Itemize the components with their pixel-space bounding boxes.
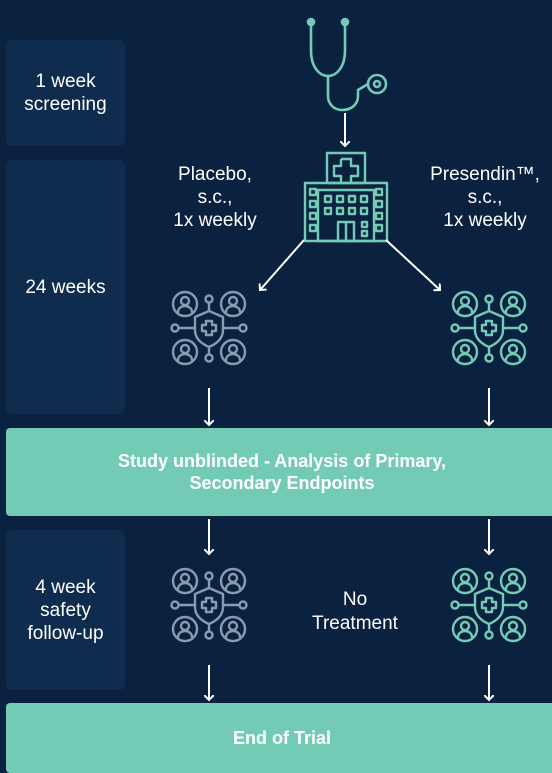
end-of-trial-text: End of Trial [232, 728, 331, 748]
hospital-icon [303, 151, 389, 243]
unblinded-banner-text: Study unblinded - Analysis of Primary, S… [117, 451, 447, 493]
presendin-group-icon [450, 290, 528, 366]
phase-screening-label: 1 week screening [24, 71, 107, 115]
arrow-to-presendin [385, 239, 440, 290]
unblinded-banner: Study unblinded - Analysis of Primary, S… [6, 428, 552, 516]
presendin-arm-label: Presendin™, s.c., 1x weekly [430, 164, 540, 231]
placebo-group-icon [170, 290, 248, 366]
phase-treatment: 24 weeks [6, 160, 125, 414]
no-treatment-label: No Treatment [312, 589, 398, 634]
arrow-to-placebo [260, 239, 305, 290]
presendin-followup-group-icon [450, 567, 528, 643]
placebo-followup-group-icon [170, 567, 248, 643]
phase-followup: 4 week safety follow-up [6, 530, 125, 690]
phase-screening: 1 week screening [6, 40, 125, 146]
phase-treatment-label: 24 weeks [25, 276, 106, 298]
phase-followup-label: 4 week safety follow-up [27, 576, 104, 644]
stethoscope-icon [306, 17, 388, 112]
placebo-arm-label: Placebo, s.c., 1x weekly [173, 164, 257, 231]
